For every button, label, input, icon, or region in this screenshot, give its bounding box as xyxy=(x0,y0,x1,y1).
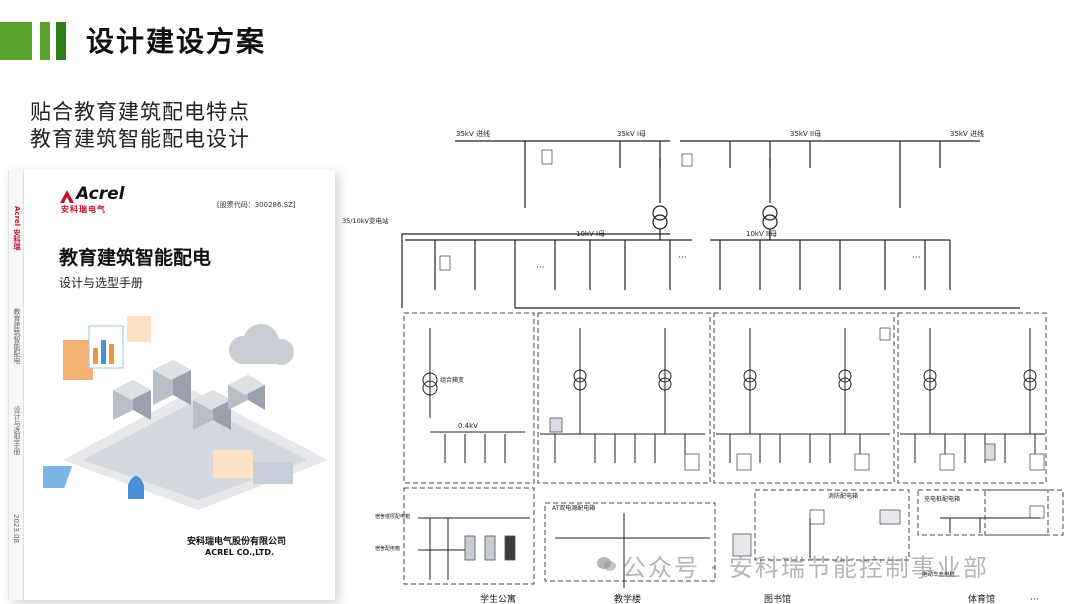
book-spine xyxy=(9,170,24,600)
book-subtitle: 设计与选型手册 xyxy=(59,276,144,290)
page-title: 设计建设方案 xyxy=(86,25,267,58)
label-dorm-floor-box: 宿舍楼层配电箱 xyxy=(375,513,410,520)
label-box-transformer: 组合箱变 xyxy=(440,376,464,384)
label-ats-box: AT双电源配电箱 xyxy=(552,504,595,512)
building-label-teaching: 教学楼 xyxy=(614,593,641,604)
label-35kv-incoming: 35kV 进线 xyxy=(456,129,490,138)
company-name-cn: 安科瑞电气股份有限公司 xyxy=(187,537,287,547)
building-label-more: ··· xyxy=(1030,595,1039,604)
building-label-gym: 体育馆 xyxy=(968,593,995,604)
label-fire-box: 消防配电箱 xyxy=(828,492,858,500)
header-accent-bar-3 xyxy=(56,22,66,60)
book-logo: Acrel xyxy=(76,184,125,204)
smart-campus-isometric-illustration xyxy=(43,316,328,510)
acrel-logo-icon xyxy=(60,190,74,203)
label-10kv-bus-2: 10kV II母 xyxy=(746,230,777,238)
ellipsis-3: ··· xyxy=(912,253,921,263)
label-ev-charger: 电动车充电桩 xyxy=(922,570,956,578)
label-substation: 35/10kV变电站 xyxy=(342,216,389,225)
ellipsis-2: ··· xyxy=(678,253,687,263)
label-35kv-bus-2: 35kV II母 xyxy=(790,130,821,138)
company-name-en: ACREL CO.,LTD. xyxy=(205,548,275,557)
subtitle-line-1: 贴合教育建筑配电特点 xyxy=(30,100,250,124)
book-title: 教育建筑智能配电 xyxy=(59,247,212,269)
stock-code: [股票代码：300286.SZ] xyxy=(217,201,296,209)
label-10kv-bus-1: 10kV I母 xyxy=(576,230,605,238)
watermark-text: 公众号 · 安科瑞节能控制事业部 xyxy=(622,554,989,582)
header-accent-bar-2 xyxy=(40,22,50,60)
spine-title: 教育建筑智能配电 xyxy=(13,308,21,364)
building-label-library: 图书馆 xyxy=(764,593,791,604)
label-35kv-bus-1: 35kV I母 xyxy=(617,130,646,138)
handbook-cover: Acrel 安科瑞 教育建筑智能配电 设计与选型手册 2023.08 Acrel… xyxy=(8,170,335,600)
spine-subtitle: 设计与选型手册 xyxy=(13,406,21,455)
power-distribution-single-line-diagram: 35kV 进线 35kV I母 35kV II母 35kV 进线 35/10kV… xyxy=(342,129,1064,604)
spine-logo: Acrel 安科瑞 xyxy=(13,206,21,250)
label-35kv-incoming-right: 35kV 进线 xyxy=(950,129,984,138)
wechat-icon xyxy=(597,557,616,571)
building-label-dormitory: 学生公寓 xyxy=(480,593,516,604)
label-charging-box: 充电桩配电箱 xyxy=(924,495,960,503)
ellipsis-1: ··· xyxy=(536,263,545,273)
label-dorm-box: 宿舍配电箱 xyxy=(375,545,400,552)
subtitle-line-2: 教育建筑智能配电设计 xyxy=(30,127,250,151)
spine-year: 2023.08 xyxy=(12,514,20,543)
book-logo-subtitle: 安科瑞电气 xyxy=(61,205,106,214)
label-low-voltage: 0.4kV xyxy=(458,422,478,430)
header-accent-bar-1 xyxy=(0,22,32,60)
